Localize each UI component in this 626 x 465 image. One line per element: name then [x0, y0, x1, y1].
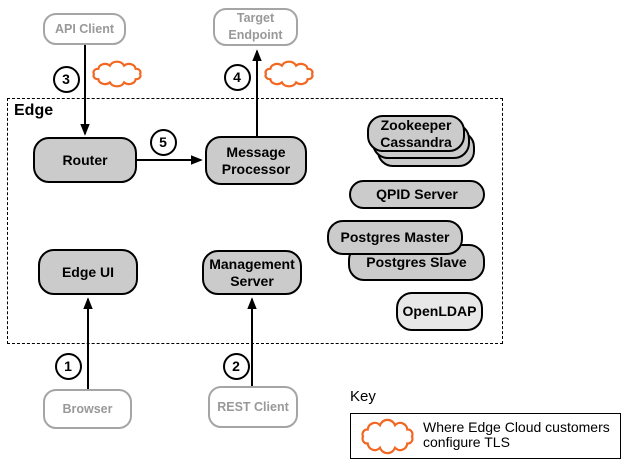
message-processor-label: Processor — [221, 160, 291, 177]
key-description-line-2: configure TLS — [423, 434, 510, 450]
zookeeper-cassandra-label: Zookeeper — [380, 116, 452, 133]
edge-ui: Edge UI — [38, 249, 138, 295]
target-endpoint-label: Endpoint — [228, 28, 283, 42]
zookeeper-cassandra-label: Cassandra — [380, 133, 452, 150]
browser-label: Browser — [62, 401, 113, 416]
openldap-label: OpenLDAP — [402, 303, 477, 319]
step-badge-2: 2 — [222, 352, 250, 380]
openldap: OpenLDAP — [396, 292, 483, 331]
edge-boundary: Edge — [7, 98, 503, 344]
qpid-server: QPID Server — [349, 180, 485, 209]
management-server-label: Server — [230, 272, 274, 289]
step-badge-5: 5 — [149, 128, 177, 156]
postgres-master-label: Postgres Master — [340, 229, 450, 245]
step-badge-1: 1 — [54, 352, 82, 380]
target-endpoint-label: Target — [236, 11, 275, 25]
key-description: Where Edge Cloud customers configure TLS — [423, 420, 610, 450]
key-description-line-1: Where Edge Cloud customers — [423, 419, 610, 435]
postgres-master: Postgres Master — [327, 220, 463, 255]
browser: Browser — [43, 389, 132, 429]
qpid-server-label: QPID Server — [376, 186, 458, 202]
postgres-slave-label: Postgres Slave — [366, 254, 467, 270]
management-server-label: Management — [209, 255, 295, 272]
step-badge-3: 3 — [52, 65, 80, 93]
api-client-label: API Client — [54, 21, 115, 36]
message-processor-label: Message — [226, 143, 286, 160]
api-client: API Client — [43, 13, 126, 45]
rest-client-label: REST Client — [217, 399, 289, 414]
router: Router — [33, 137, 137, 183]
edge-zone-label: Edge — [14, 102, 54, 119]
step-badge-4: 4 — [223, 63, 251, 91]
key-box: Where Edge Cloud customers configure TLS — [350, 413, 621, 459]
router-label: Router — [62, 151, 108, 168]
edge-ui-label: Edge UI — [61, 263, 115, 280]
key-title: Key — [350, 388, 376, 405]
rest-client: REST Client — [208, 386, 298, 428]
